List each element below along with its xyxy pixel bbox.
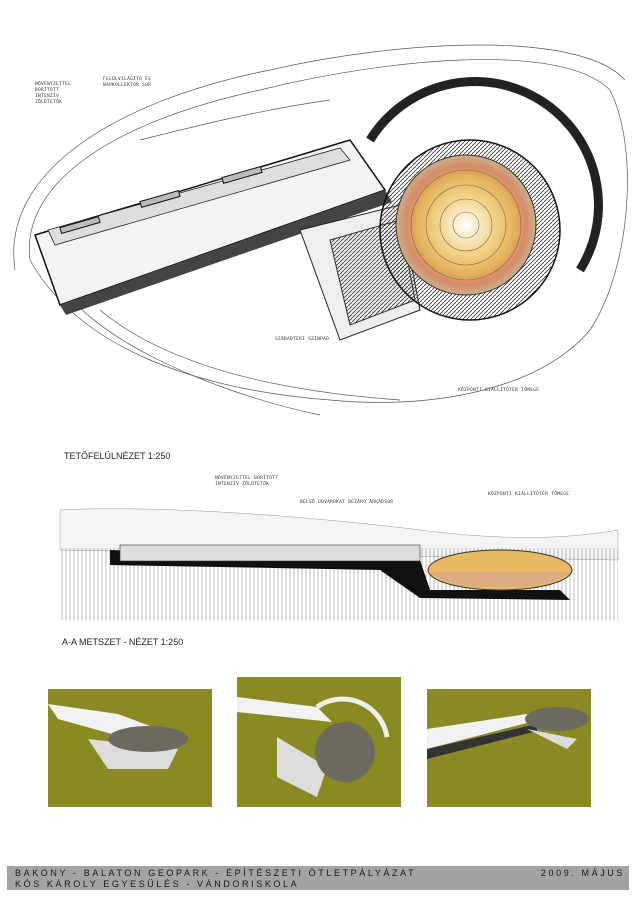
competition-title: BAKONY - BALATON GEOPARK - ÉPÍTÉSZETI ÖT…	[15, 868, 417, 878]
render-view-1	[48, 689, 212, 807]
plan-note-stage: SZABADTÉRI SZÍNPAD	[275, 337, 330, 342]
plan-note-skylights: FELÜLVILÁGÍTÓ ÉS NAPKOLLEKTOR SOR	[103, 77, 152, 88]
section-caption: A-A METSZET - NÉZET 1:250	[62, 637, 184, 647]
plan-note-exhibition: KÖZPONTI KIÁLLÍTÓTÉR TÖMEGE	[458, 388, 540, 393]
date-label: 2009. MÁJUS	[540, 868, 625, 878]
title-bar: BAKONY - BALATON GEOPARK - ÉPÍTÉSZETI ÖT…	[7, 866, 629, 890]
render-view-2	[237, 677, 401, 807]
render-view-3	[427, 689, 591, 807]
plan-note-green-roofs: NÖVÉNYZETTEL BORÍTOTT INTENZÍV ZÖLDTETŐK	[35, 82, 72, 105]
section-drawing	[59, 508, 619, 620]
organizer-title: KÓS KÁROLY EGYESÜLÉS - VÁNDORISKOLA	[15, 879, 300, 889]
exhibition-dome-plan	[395, 154, 537, 296]
section-note-arcade: BELSŐ UDVAROKAT BEZÁRÓ ÁRKÁDSOR	[300, 500, 394, 505]
section-note-green-roofs: NÖVÉNYZETTEL BORÍTOTT INTENZÍV ZÖLDTETŐK	[215, 476, 279, 487]
section-note-exhibition: KÖZPONTI KIÁLLÍTÓTÉR TÖMEGE	[488, 492, 570, 497]
plan-caption: TETŐFELÜLNÉZET 1:250	[64, 451, 171, 461]
roof-plan-drawing	[13, 44, 628, 416]
